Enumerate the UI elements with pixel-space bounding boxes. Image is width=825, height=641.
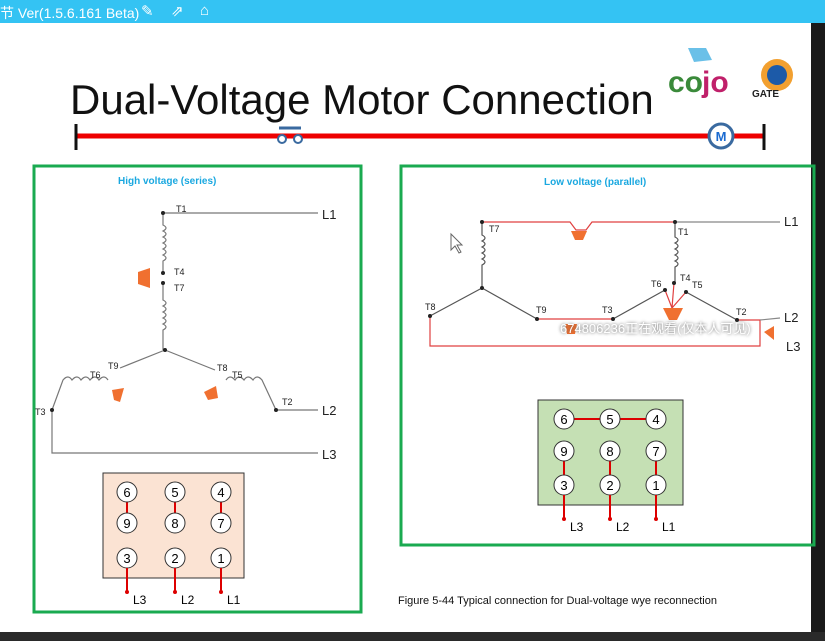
terminal-label: T4 (680, 273, 691, 283)
terminal-circle (210, 512, 232, 534)
terminal-circle (645, 408, 667, 430)
terminal-label: T2 (282, 397, 293, 407)
terminal-label: T1 (678, 227, 689, 237)
title-bar: 节 Ver(1.5.6.161 Beta) ✎ ⇗ ⌂ (0, 0, 825, 23)
terminal-label: T8 (425, 302, 436, 312)
terminal-number: 2 (606, 478, 613, 493)
mouse-cursor-icon (450, 232, 464, 254)
terminal-number: 5 (171, 485, 178, 500)
terminal-circle (116, 481, 138, 503)
terminal-circle (164, 481, 186, 503)
terminal-number: 3 (560, 478, 567, 493)
edit-icon[interactable]: ✎ (141, 3, 154, 20)
left-wiring (51, 212, 318, 454)
terminal-circle (599, 440, 621, 462)
home-icon[interactable]: ⌂ (200, 2, 210, 19)
line-label: L1 (662, 520, 676, 534)
watermark: 674806236正在观看(仅本人可见) (560, 321, 751, 336)
motor-icon: M (707, 122, 735, 150)
terminal-circle (645, 440, 667, 462)
svg-text:co: co (668, 66, 703, 99)
terminal-label: T6 (651, 279, 662, 289)
line-label: L3 (322, 447, 336, 462)
terminal-number: 9 (123, 516, 130, 531)
terminal-number: 8 (171, 516, 178, 531)
terminal-number: 3 (123, 551, 130, 566)
terminal-label: T9 (536, 305, 547, 315)
terminal-label: T2 (736, 307, 747, 317)
terminal-label: T5 (232, 370, 243, 380)
terminal-circle (210, 481, 232, 503)
left-connectors (112, 268, 218, 402)
terminal-label: T5 (692, 280, 703, 290)
terminal-label: T6 (90, 370, 101, 380)
right-connectors (565, 231, 774, 340)
right-panel (399, 164, 816, 547)
terminal-label: T9 (108, 361, 119, 371)
terminal-number: 6 (560, 412, 567, 427)
version-label: 节 Ver(1.5.6.161 Beta) (0, 5, 140, 21)
terminal-circle (553, 440, 575, 462)
terminal-number: 5 (606, 412, 613, 427)
terminal-label: T3 (602, 305, 613, 315)
line-label: L2 (322, 403, 336, 418)
terminal-number: 2 (171, 551, 178, 566)
terminal-number: 8 (606, 444, 613, 459)
terminal-number: 1 (652, 478, 659, 493)
terminal-label: T7 (489, 224, 500, 234)
bottom-bar (0, 632, 825, 641)
right-panel-title: Low voltage (parallel) (544, 177, 646, 188)
terminal-circle (116, 512, 138, 534)
terminal-label: T3 (35, 407, 46, 417)
line-label: L1 (227, 593, 241, 607)
svg-text:GATE: GATE (752, 89, 779, 100)
terminal-number: 4 (652, 412, 659, 427)
terminal-label: T4 (174, 267, 185, 277)
line-label: L2 (784, 310, 798, 325)
terminal-circle (553, 408, 575, 430)
left-panel (32, 164, 363, 614)
slide-title: Dual-Voltage Motor Connection (70, 76, 654, 123)
terminal-circle (599, 408, 621, 430)
svg-text:jo: jo (701, 66, 729, 99)
terminal-label: T8 (217, 363, 228, 373)
terminal-label: T7 (174, 283, 185, 293)
terminal-circle (164, 512, 186, 534)
motor-label: M (716, 129, 727, 144)
terminal-number: 6 (123, 485, 130, 500)
line-label: L1 (784, 214, 798, 229)
right-wiring (429, 221, 781, 347)
line-label: L3 (133, 593, 147, 607)
switch-icon (277, 126, 303, 144)
line-label: L3 (570, 520, 584, 534)
line-label: L2 (616, 520, 630, 534)
share-icon[interactable]: ⇗ (171, 3, 184, 20)
terminal-number: 7 (217, 516, 224, 531)
terminal-number: 7 (652, 444, 659, 459)
terminal-number: 4 (217, 485, 224, 500)
line-label: L3 (786, 339, 800, 354)
line-label: L1 (322, 207, 336, 222)
line-label: L2 (181, 593, 195, 607)
left-panel-title: High voltage (series) (118, 176, 216, 187)
figure-caption: Figure 5-44 Typical connection for Dual-… (398, 595, 717, 607)
logo: co jo GATE (668, 48, 793, 100)
terminal-label: T1 (176, 204, 187, 214)
terminal-number: 1 (217, 551, 224, 566)
terminal-number: 9 (560, 444, 567, 459)
